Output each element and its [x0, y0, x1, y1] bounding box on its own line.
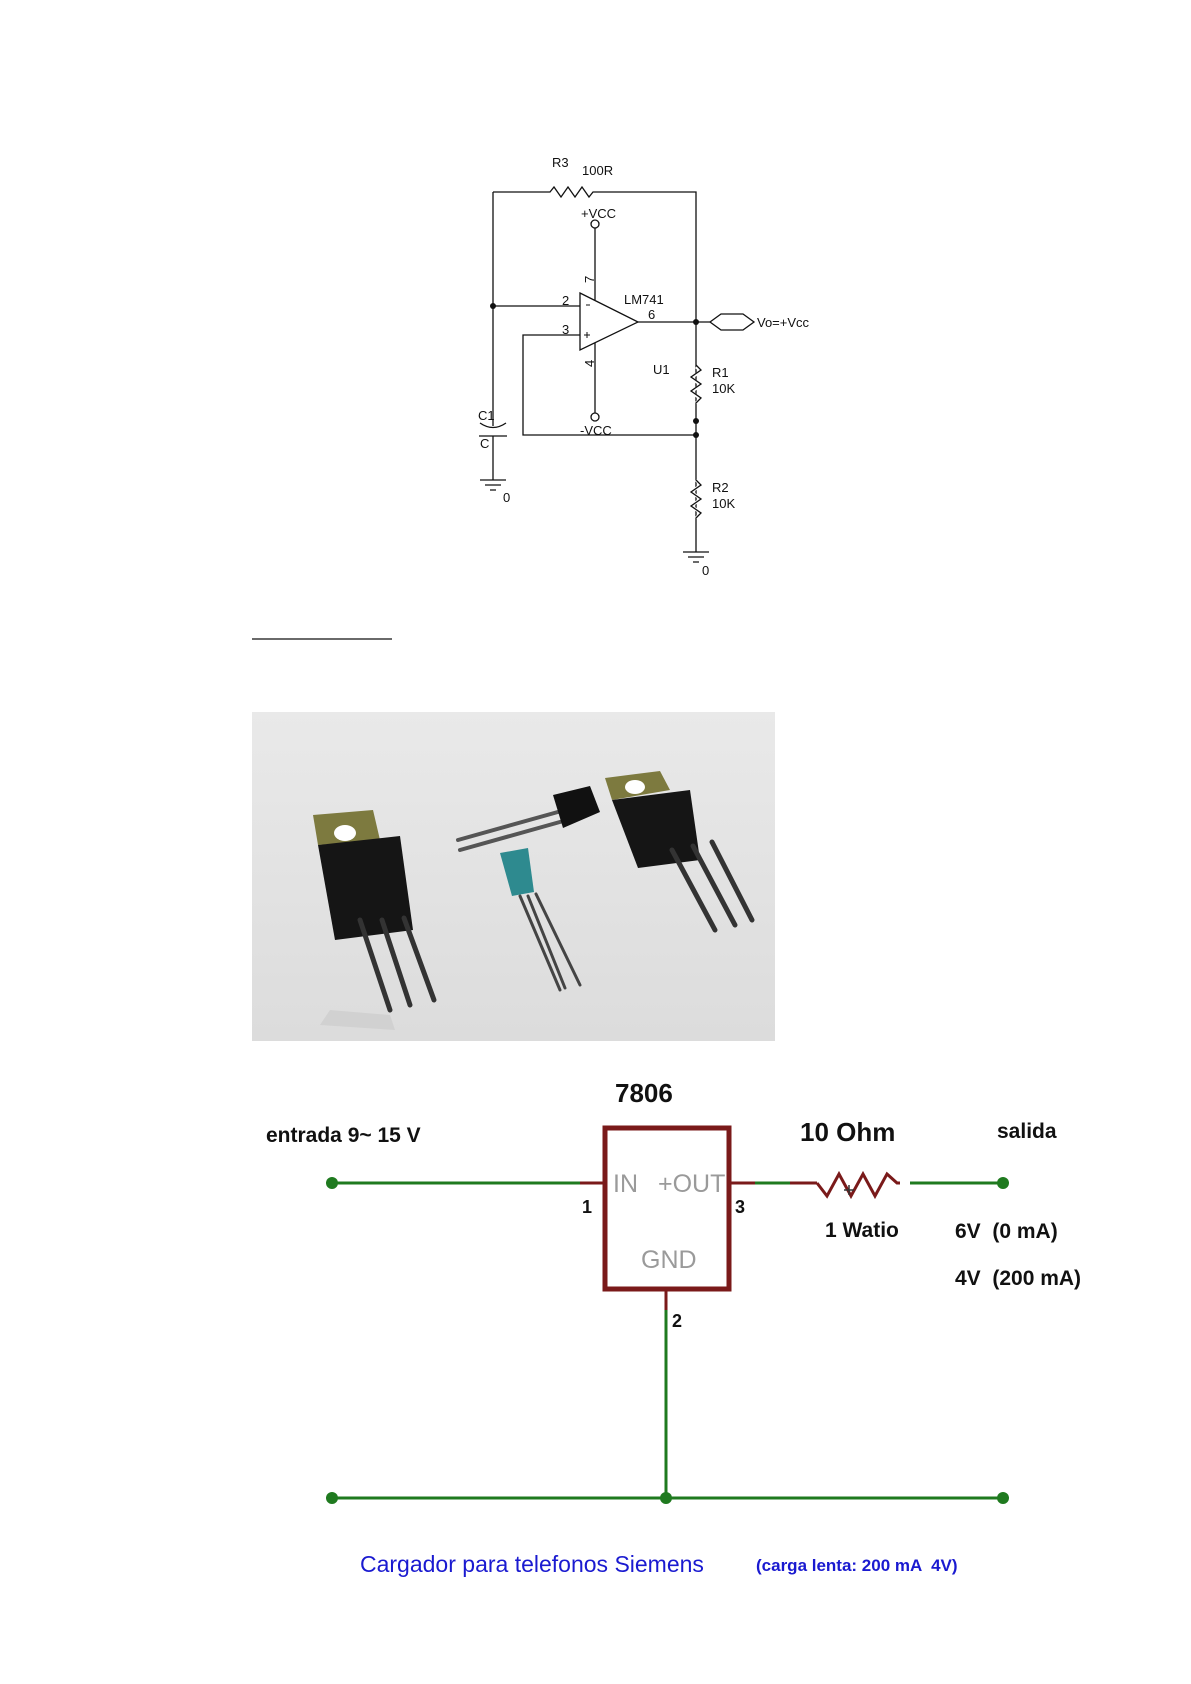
- vcc-pos-terminal: [590, 219, 600, 229]
- opamp-triangle: [579, 291, 640, 352]
- pin-gnd-label: GND: [641, 1246, 697, 1274]
- r2-value: 10K: [712, 496, 735, 511]
- regulator-schematic: [326, 1125, 1009, 1504]
- resistor-10ohm: [815, 1170, 900, 1200]
- r1-ref: R1: [712, 365, 729, 380]
- ground-icon-left: [480, 479, 506, 491]
- resistor-power: 1 Watio: [825, 1219, 899, 1242]
- pin2-label: 2: [672, 1311, 682, 1331]
- input-terminal: [326, 1177, 338, 1189]
- input-label: entrada 9~ 15 V: [266, 1124, 421, 1147]
- pin3-label: 3: [562, 322, 569, 337]
- r2-resistor: [689, 479, 703, 519]
- gnd-junction: [660, 1492, 672, 1504]
- output-label: salida: [997, 1120, 1057, 1143]
- pin-out-label: +OUT: [658, 1170, 725, 1198]
- output-port: [708, 313, 756, 331]
- ic-ref: U1: [653, 362, 670, 377]
- pin6-label: 6: [648, 307, 655, 322]
- pin1-label: 1: [582, 1197, 592, 1217]
- gnd-terminal-right: [997, 1492, 1009, 1504]
- gnd-left-label: 0: [503, 490, 510, 505]
- output-line-1: 6V (0 mA): [955, 1220, 1058, 1243]
- opamp-schematic: [479, 185, 756, 563]
- r3-wire: [493, 185, 697, 552]
- to220-left: [313, 810, 437, 1030]
- r3-value: 100R: [582, 163, 613, 178]
- gnd-right-label: 0: [702, 563, 709, 578]
- resistor-value: 10 Ohm: [800, 1117, 895, 1147]
- ic-name: LM741: [624, 292, 664, 307]
- c1-value: C: [480, 436, 489, 451]
- r1-resistor: [689, 364, 703, 404]
- vcc-neg-terminal: [590, 412, 600, 422]
- output-terminal: [997, 1177, 1009, 1189]
- vcc-pos-label: +VCC: [581, 206, 616, 221]
- pin-in-label: IN: [613, 1170, 638, 1198]
- ic-7806-box: [602, 1125, 732, 1292]
- vcc-neg-label: -VCC: [580, 423, 612, 438]
- c1-ref: C1: [478, 408, 495, 423]
- gnd-terminal-left: [326, 1492, 338, 1504]
- to220-right: [605, 771, 755, 933]
- output-label: Vo=+Vcc: [757, 315, 810, 330]
- pin7-label: 7: [582, 276, 597, 283]
- pin3-label: 3: [735, 1197, 745, 1217]
- r2-ref: R2: [712, 480, 729, 495]
- ground-icon-right: [683, 551, 709, 563]
- ic-name-7806: 7806: [615, 1078, 673, 1108]
- output-line-2: 4V (200 mA): [955, 1267, 1081, 1290]
- to92-blue: [500, 848, 582, 992]
- pin4-label: 4: [582, 360, 597, 367]
- to92-lying: [456, 786, 600, 852]
- pin2-label: 2: [562, 293, 569, 308]
- r1-value: 10K: [712, 381, 735, 396]
- caption-note: (carga lenta: 200 mA 4V): [756, 1556, 958, 1575]
- caption: Cargador para telefonos Siemens: [360, 1551, 704, 1577]
- regulators-photo: [252, 712, 775, 1041]
- r3-ref: R3: [552, 155, 569, 170]
- c1-curved-plate: [479, 422, 507, 429]
